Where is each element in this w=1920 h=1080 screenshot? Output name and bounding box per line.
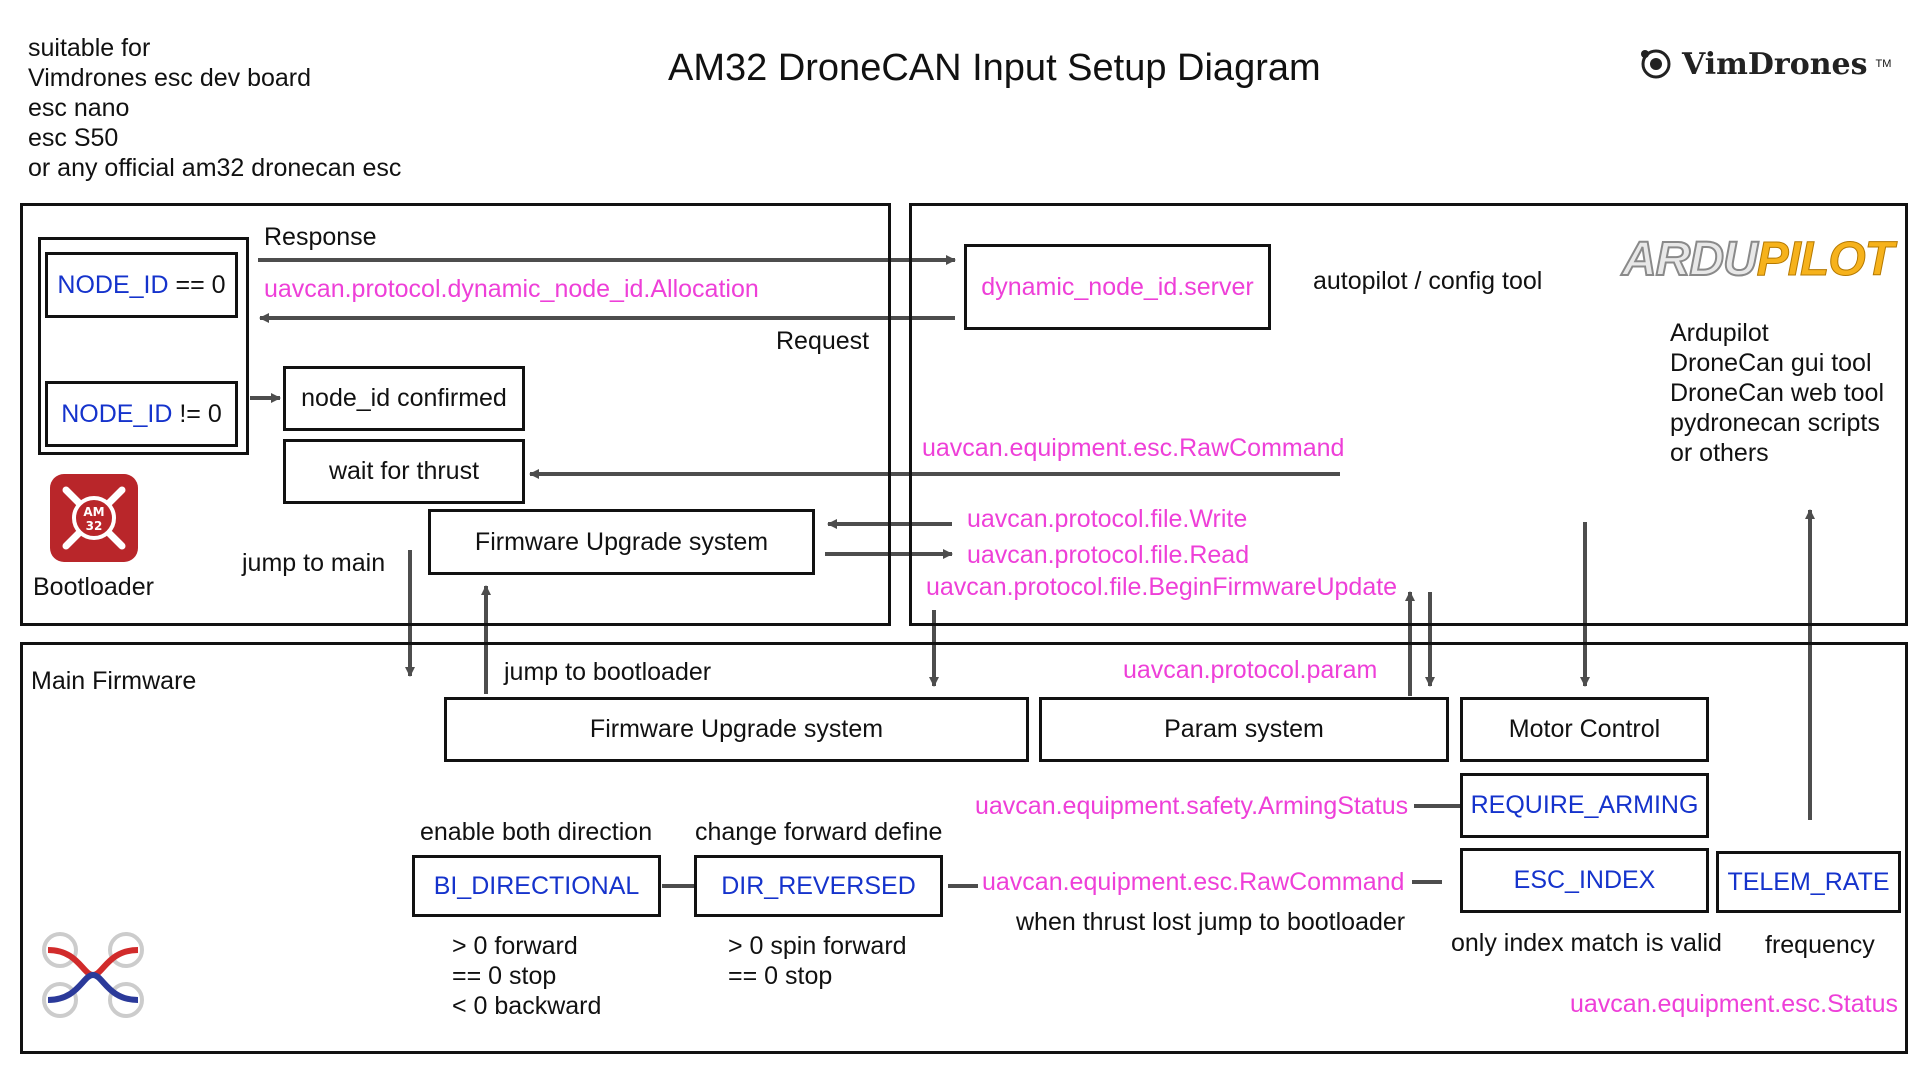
rawcommand-boot-message: uavcan.equipment.esc.RawCommand [922,434,1345,462]
change-forward-label: change forward define [695,818,943,846]
allocation-message: uavcan.protocol.dynamic_node_id.Allocati… [264,275,759,303]
trademark-mark: TM [1875,58,1892,70]
am32-logo: AM 32 [50,474,138,562]
boot-firmware-upgrade-box: Firmware Upgrade system [428,509,815,575]
request-label: Request [776,327,870,355]
require-arming-label: REQUIRE_ARMING [1470,791,1699,819]
am32-logo-text-top: AM [83,505,104,519]
autopilot-label: autopilot / config tool [1313,267,1543,295]
frequency-label: frequency [1765,931,1875,959]
autopilot-frame [909,203,1908,626]
arming-status-message: uavcan.equipment.safety.ArmingStatus [975,792,1409,820]
tool-list: Ardupilot DroneCan gui tool DroneCan web… [1670,318,1884,468]
dir-reversed-notes: > 0 spin forward == 0 stop [728,931,907,991]
vimdrones-wordmark: VimDrones [1682,46,1868,82]
file-read-message: uavcan.protocol.file.Read [967,541,1250,569]
node-id-label: NODE_ID [57,270,169,299]
dynamic-node-server-label: dynamic_node_id.server [981,272,1254,301]
param-system-box: Param system [1039,697,1449,762]
suitable-line: suitable for [28,34,151,62]
page-title: AM32 DroneCAN Input Setup Diagram [668,47,1321,89]
main-firmware-frame [20,642,1908,1054]
suitable-line: Vimdrones esc dev board [28,64,312,92]
node-id-confirmed-box: node_id confirmed [283,366,525,431]
main-firmware-label: Main Firmware [31,667,197,695]
node-id-group [38,237,249,455]
note-line: == 0 stop [452,962,557,990]
bi-directional-label: BI_DIRECTIONAL [433,871,640,900]
dir-reversed-label: DIR_REVERSED [721,871,916,900]
ardupilot-logo-pilot: PILOT [1756,233,1894,287]
thrust-lost-label: when thrust lost jump to bootloader [1016,908,1406,936]
node-id-zero-box: NODE_ID == 0 [45,252,238,318]
tool-item: DroneCan web tool [1670,379,1885,407]
response-label: Response [264,223,377,251]
main-firmware-upgrade-box: Firmware Upgrade system [444,697,1029,762]
node-id-label: NODE_ID [61,399,173,428]
node-id-nonzero-box: NODE_ID != 0 [45,381,238,447]
bootloader-frame [20,203,891,626]
drone-logo [42,932,144,1018]
dynamic-node-server-box: dynamic_node_id.server [964,244,1271,330]
node-id-zero-op: == 0 [168,270,226,299]
bi-directional-notes: > 0 forward == 0 stop < 0 backward [452,931,601,1021]
am32-icon: AM 32 [62,486,126,550]
node-id-nonzero-op: != 0 [172,399,222,428]
bootloader-label: Bootloader [33,573,154,601]
suitable-list: suitable for Vimdrones esc dev board esc… [28,33,401,183]
enable-both-label: enable both direction [420,818,653,846]
am32-logo-text-bottom: 32 [86,519,103,533]
ardupilot-logo-ardu: ARDU [1621,232,1759,287]
jump-to-bootloader-label: jump to bootloader [504,658,712,686]
esc-index-box: ESC_INDEX [1460,848,1709,913]
note-line: == 0 stop [728,962,833,990]
suitable-line: or any official am32 dronecan esc [28,154,402,182]
tool-item: pydronecan scripts [1670,409,1880,437]
motor-control-box: Motor Control [1460,697,1709,762]
begin-update-message: uavcan.protocol.file.BeginFirmwareUpdate [926,573,1398,601]
wait-for-thrust-box: wait for thrust [283,439,525,504]
file-write-message: uavcan.protocol.file.Write [967,505,1248,533]
bi-directional-box: BI_DIRECTIONAL [412,855,661,917]
tool-item: or others [1670,439,1769,467]
ardupilot-logo: ARDUPILOT [1621,232,1894,287]
dir-reversed-box: DIR_REVERSED [694,855,943,917]
param-message: uavcan.protocol.param [1123,656,1378,684]
note-line: > 0 spin forward [728,932,907,960]
esc-status-message: uavcan.equipment.esc.Status [1570,990,1898,1018]
esc-index-label: ESC_INDEX [1513,866,1656,894]
index-valid-label: only index match is valid [1451,929,1722,957]
vimdrones-icon [1641,49,1671,79]
rawcommand-main-message: uavcan.equipment.esc.RawCommand [982,868,1405,896]
note-line: < 0 backward [452,992,602,1020]
require-arming-box: REQUIRE_ARMING [1460,773,1709,838]
suitable-line: esc S50 [28,124,119,152]
telem-rate-label: TELEM_RATE [1727,867,1890,896]
tool-item: Ardupilot [1670,319,1769,347]
telem-rate-box: TELEM_RATE [1716,851,1901,913]
jump-to-main-label: jump to main [242,549,386,577]
note-line: > 0 forward [452,932,578,960]
vimdrones-logo: VimDrones TM [1638,40,1891,88]
suitable-line: esc nano [28,94,130,122]
tool-item: DroneCan gui tool [1670,349,1872,377]
